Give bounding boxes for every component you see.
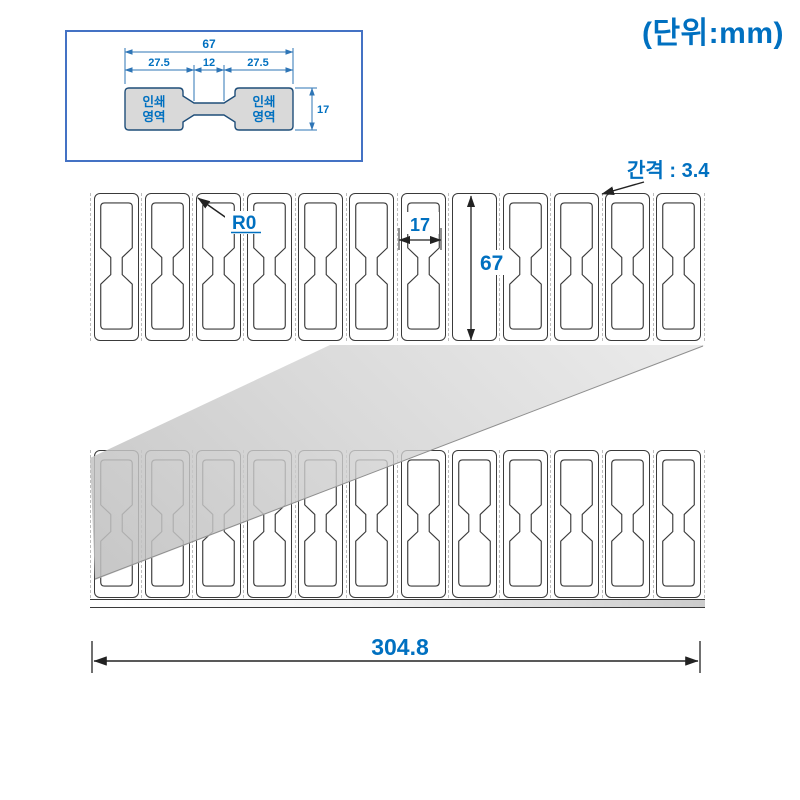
gap-label: 간격 : 3.4 bbox=[627, 159, 710, 182]
label-cell bbox=[247, 450, 293, 598]
label-cell bbox=[451, 450, 497, 598]
perforation-line bbox=[499, 450, 501, 598]
perforation-line bbox=[141, 193, 143, 341]
label-cell bbox=[195, 193, 241, 341]
label-cell bbox=[400, 450, 446, 598]
dumbbell-die-cut bbox=[253, 202, 286, 330]
label-cell bbox=[298, 193, 344, 341]
dumbbell-die-cut bbox=[457, 459, 491, 587]
label-mask bbox=[354, 634, 446, 659]
unit-note: (단위:mm) bbox=[641, 17, 784, 50]
label-cell bbox=[195, 450, 241, 598]
perforation-line bbox=[396, 193, 398, 341]
dumbbell-die-cut bbox=[99, 459, 133, 587]
label-cell bbox=[400, 193, 446, 341]
label-cell bbox=[605, 193, 651, 341]
perforation-line bbox=[294, 450, 296, 598]
dumbbell-die-cut bbox=[304, 202, 338, 330]
dim-height: 17 bbox=[317, 104, 329, 116]
dumbbell-die-cut bbox=[560, 459, 593, 587]
dumbbell-die-cut bbox=[99, 202, 133, 330]
dumbbell-die-cut bbox=[202, 202, 235, 330]
label-cell bbox=[656, 193, 702, 341]
perforation-line bbox=[90, 450, 91, 598]
label-cell bbox=[656, 450, 702, 598]
perforation-line bbox=[652, 450, 654, 598]
label-cell bbox=[93, 193, 139, 341]
perforation-line bbox=[396, 450, 398, 598]
label-cell bbox=[349, 193, 395, 341]
perforation-line bbox=[294, 193, 296, 341]
label-cell bbox=[605, 450, 651, 598]
perforation-line bbox=[652, 193, 654, 341]
perforation-line bbox=[345, 193, 347, 341]
dumbbell-die-cut bbox=[355, 459, 389, 587]
perforation-line bbox=[243, 450, 245, 598]
perforation-line bbox=[601, 193, 603, 341]
dim-neck-width: 12 bbox=[203, 57, 215, 69]
label-cell bbox=[451, 193, 497, 341]
dumbbell-die-cut bbox=[508, 459, 542, 587]
label-shape bbox=[124, 87, 294, 131]
label-cell bbox=[502, 193, 548, 341]
liner-bottom-edge bbox=[90, 599, 705, 608]
label-strip-top bbox=[90, 193, 705, 341]
label-cell bbox=[553, 193, 599, 341]
dumbbell-die-cut bbox=[560, 202, 593, 330]
label-cell bbox=[502, 450, 548, 598]
print-area-right-line2: 영역 bbox=[252, 109, 275, 124]
label-cell bbox=[553, 450, 599, 598]
perforation-line bbox=[499, 193, 501, 341]
dumbbell-die-cut bbox=[253, 459, 286, 587]
sheet-width-value: 304.8 bbox=[371, 634, 429, 660]
detail-view-drawing: 인쇄 영역 인쇄 영역 67 27.5 12 27.5 17 bbox=[124, 37, 329, 131]
label-cell bbox=[247, 193, 293, 341]
dumbbell-die-cut bbox=[406, 202, 440, 330]
dumbbell-die-cut bbox=[150, 459, 184, 587]
dumbbell-die-cut bbox=[202, 459, 235, 587]
label-cell bbox=[298, 450, 344, 598]
print-area-left-line1: 인쇄 bbox=[142, 94, 165, 109]
dumbbell-die-cut bbox=[662, 459, 696, 587]
perforation-line bbox=[448, 193, 450, 341]
dumbbell-die-cut bbox=[406, 459, 440, 587]
label-cell bbox=[144, 450, 190, 598]
perforation-line bbox=[243, 193, 245, 341]
label-cell bbox=[349, 450, 395, 598]
perforation-line bbox=[550, 193, 552, 341]
dumbbell-die-cut bbox=[355, 202, 389, 330]
perforation-line bbox=[703, 193, 705, 341]
print-area-right-line1: 인쇄 bbox=[252, 94, 275, 109]
perforation-line bbox=[601, 450, 603, 598]
perforation-line bbox=[703, 450, 705, 598]
dim-right-width: 27.5 bbox=[247, 57, 268, 69]
label-cell bbox=[93, 450, 139, 598]
perforation-line bbox=[345, 450, 347, 598]
perforation-line bbox=[192, 193, 194, 341]
detail-view-box: 인쇄 영역 인쇄 영역 67 27.5 12 27.5 17 bbox=[65, 30, 363, 162]
dumbbell-die-cut bbox=[611, 202, 644, 330]
print-area-left-line2: 영역 bbox=[142, 109, 165, 124]
dumbbell-die-cut bbox=[150, 202, 184, 330]
dim-total-width: 67 bbox=[202, 37, 216, 51]
perforation-line bbox=[448, 450, 450, 598]
label-strip-bottom bbox=[90, 450, 705, 598]
dim-left-width: 27.5 bbox=[148, 57, 169, 69]
label-cell bbox=[144, 193, 190, 341]
perforation-line bbox=[141, 450, 143, 598]
dumbbell-die-cut bbox=[611, 459, 644, 587]
perforation-line bbox=[90, 193, 91, 341]
dumbbell-die-cut bbox=[508, 202, 542, 330]
perforation-line bbox=[192, 450, 194, 598]
dumbbell-die-cut bbox=[304, 459, 338, 587]
perforation-line bbox=[550, 450, 552, 598]
dumbbell-die-cut bbox=[662, 202, 696, 330]
